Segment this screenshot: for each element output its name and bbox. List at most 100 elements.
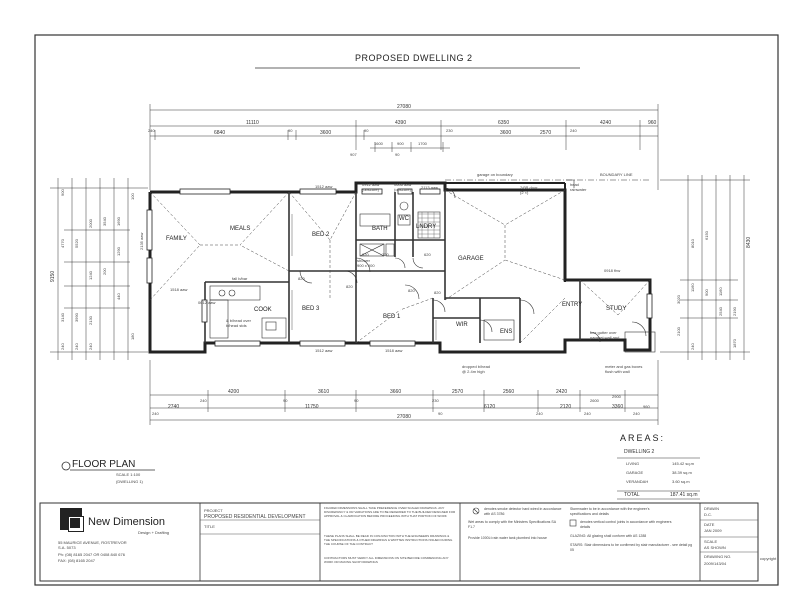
drawn-label: DRAWN [704,506,719,511]
note-w1518-bot: 1518 aaw [385,348,403,353]
dim-left-1: 900 [60,189,65,196]
drawing-number-label: DRAWING NO. [704,554,732,559]
note-box-gutter: box gutter over parapet wall and [590,330,620,340]
wet-area-fixtures [359,201,515,341]
dim-bot-2-4: 2120 [560,404,572,410]
note-meter: meter and gas boxes flush with wall [605,364,643,374]
dim-bot-2-2: 11750 [305,404,319,410]
note-w1512-top: 1512 aaw [315,184,333,189]
room-study: STUDY [606,306,627,312]
area-row-verandah-value: 3.60 sq.m [672,479,690,484]
room-ens: ENS [500,329,513,335]
scale-label: SCALE [704,539,718,544]
note-bihead: & b/head over b/head stds [226,318,251,328]
dim-left-2: 4770 [60,239,65,248]
dim-right-7: 1160 [718,287,723,296]
note-w0918: 0918 fhw [604,268,621,273]
note-fall-bbar: fall b/bar [232,276,248,281]
note-rainwater: head rainwater [570,182,587,192]
legend-glazing: GLAZING: All glazing shall conform with … [570,534,647,538]
copyright-note: copyright [760,556,777,561]
dim-right-3: 1160 [690,283,695,292]
floor-plan-dwelling-note: (DWELLING 1) [116,479,143,484]
areas-heading: AREAS: [620,433,666,443]
left-dimension-lines [50,178,148,360]
note-shower: shower 900 x 900 [357,258,375,268]
dim-left-14: 440 [116,293,121,300]
door-size-820-d: 820 [408,288,415,293]
dim-right-2: 6150 [704,231,709,240]
drawing-number: 2009/143/04 [704,561,727,566]
note-w0912: 0912 aaw (obscure) [362,182,380,192]
dim-left-18: 100 [130,193,135,200]
interior-walls [204,190,581,343]
legend-tank: Provide 1000Lt rain water tank plumbed i… [468,536,547,540]
kitchen-benches [209,285,287,339]
date-value: JAN 2009 [704,528,722,533]
dim-top-r2-6: 230 [446,128,453,133]
dim-right-8: 240 [690,343,695,350]
dim-left-overall: 9150 [50,270,56,282]
smoke-detector-symbol [472,507,480,515]
legend-stairs: STAIRS: Stair dimensions to be confirmed… [570,543,693,552]
legend-control: denotes vertical control joints in accor… [580,520,672,529]
garage-walls [445,182,566,282]
right-dimension-lines [660,175,750,360]
bottom-dimension-lines [149,360,659,425]
room-cook: COOK [254,307,272,313]
dim-bot-2b-5: 240 [633,411,640,416]
dim-bot-2-6: 960 [643,404,650,409]
note-boundary-line: BOUNDARY LINE [600,172,633,177]
roof-hip-lines [149,189,651,344]
areas-dwelling: DWELLING 2 [624,449,655,455]
dim-top-r2-8: 2570 [540,130,552,136]
dim-bot-1b-3: 90 [354,398,359,403]
door-size-820-b: 820 [298,276,305,281]
floor-plan-label: FLOOR PLAN [72,459,136,470]
verandah-slab [624,331,656,353]
areas-table-lines [617,457,700,500]
dim-bot-2b-2: 90 [438,411,443,416]
company-name: New Dimension [88,516,166,528]
company-fax: FAX: (08) 8165 2047 [58,558,95,563]
room-lndry: LNDRY [416,224,437,230]
area-total-value: 187.41 sq.m [670,492,698,498]
dim-left-13: 240 [88,343,93,350]
dim-top-r3-3: 1700 [418,141,427,146]
dim-bot-2-1: 2740 [168,404,180,410]
room-meals: MEALS [230,226,251,232]
sheet-border [34,34,779,586]
area-row-garage-value: 38.39 sq.m [672,470,692,475]
legend-wet: Wet areas to comply with the Ministers S… [468,520,556,529]
dim-left-5: 3540 [102,217,107,226]
area-row-verandah-label: VERANDAH [626,479,649,484]
note-w0606: 0606 aaw (obscure) [394,182,412,192]
dim-bot-4: 2570 [452,389,464,395]
laundry-hatch [418,212,440,238]
dim-top-r2-4: 3600 [320,130,332,136]
dim-bot-6: 2420 [556,389,568,395]
company-tagline: Design + Drafting [138,530,170,535]
legend-stormwater: Stormwater to be in accordance with the … [570,507,650,516]
note-dropped-bihead: dropped b/head @ 2.4m high [462,364,491,374]
windows [146,188,653,347]
project-name: PROPOSED RESIDENTIAL DEVELOPMENT [204,514,306,520]
company-address: 55 MAURICE AVENUE, ROSTREVOR S.A. 5073 [58,540,127,550]
dim-bot-overall: 27080 [397,414,411,420]
dim-bot-3: 3660 [390,389,402,395]
dim-left-15: 1290 [116,247,121,256]
room-family: FAMILY [166,236,187,242]
dim-left-10: 2130 [88,316,93,325]
control-joint-symbol [569,519,577,527]
note-w1518: 1518 aaw [170,287,188,292]
dim-bot-1b-1: 240 [200,398,207,403]
dim-bot-1: 4200 [228,389,240,395]
dim-top-4: 4240 [600,120,612,126]
dim-right-11: 3020 [676,295,681,304]
door-size-720: 720 [382,252,389,257]
dim-top-r2-5: 90 [364,128,369,133]
dim-left-17: 180 [130,333,135,340]
dim-top-1: 11110 [246,120,259,126]
dim-left-12: 240 [74,343,79,350]
